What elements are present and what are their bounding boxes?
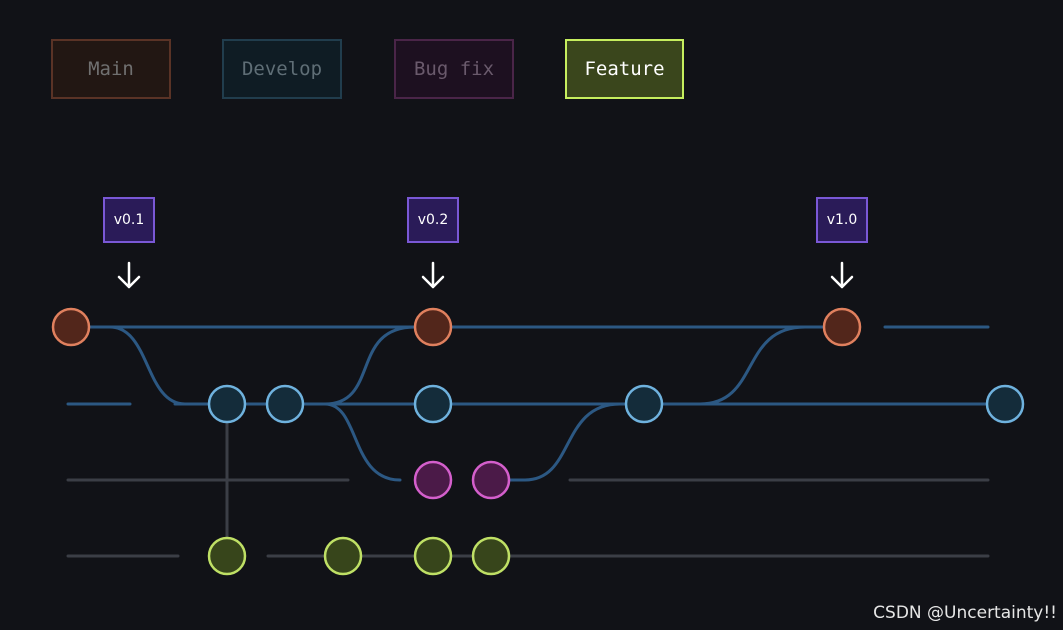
main-commit [413, 307, 453, 347]
down-arrow-icon [421, 261, 445, 289]
feature-commit [471, 536, 511, 576]
feature-commit [207, 536, 247, 576]
down-arrow-icon [117, 261, 141, 289]
merge-curve-develop-to-main [698, 325, 807, 406]
version-tag-v0-1: v0.1 [103, 197, 155, 243]
merge-curve-develop-to-main [323, 325, 417, 406]
legend-develop: Develop [222, 39, 342, 99]
version-tag-v1-0: v1.0 [816, 197, 868, 243]
version-tag-v0-2: v0.2 [407, 197, 459, 243]
bugfix-commit [413, 460, 453, 500]
develop-commit [413, 384, 453, 424]
legend-main: Main [51, 39, 171, 99]
legend-feature: Feature [565, 39, 684, 99]
feature-commit [413, 536, 453, 576]
develop-commit [265, 384, 305, 424]
legend-bug-fix: Bug fix [394, 39, 514, 99]
branch-curve-develop-to-bugfix [323, 402, 402, 482]
watermark: CSDN @Uncertainty!! [873, 603, 1057, 623]
main-commit [51, 307, 91, 347]
develop-commit [985, 384, 1025, 424]
merge-curve-bugfix-to-develop [498, 402, 622, 482]
main-commit [822, 307, 862, 347]
down-arrow-icon [830, 261, 854, 289]
develop-commit [207, 384, 247, 424]
feature-commit [323, 536, 363, 576]
branch-curve-main-to-develop [108, 325, 187, 406]
bugfix-commit [471, 460, 511, 500]
develop-commit [624, 384, 664, 424]
